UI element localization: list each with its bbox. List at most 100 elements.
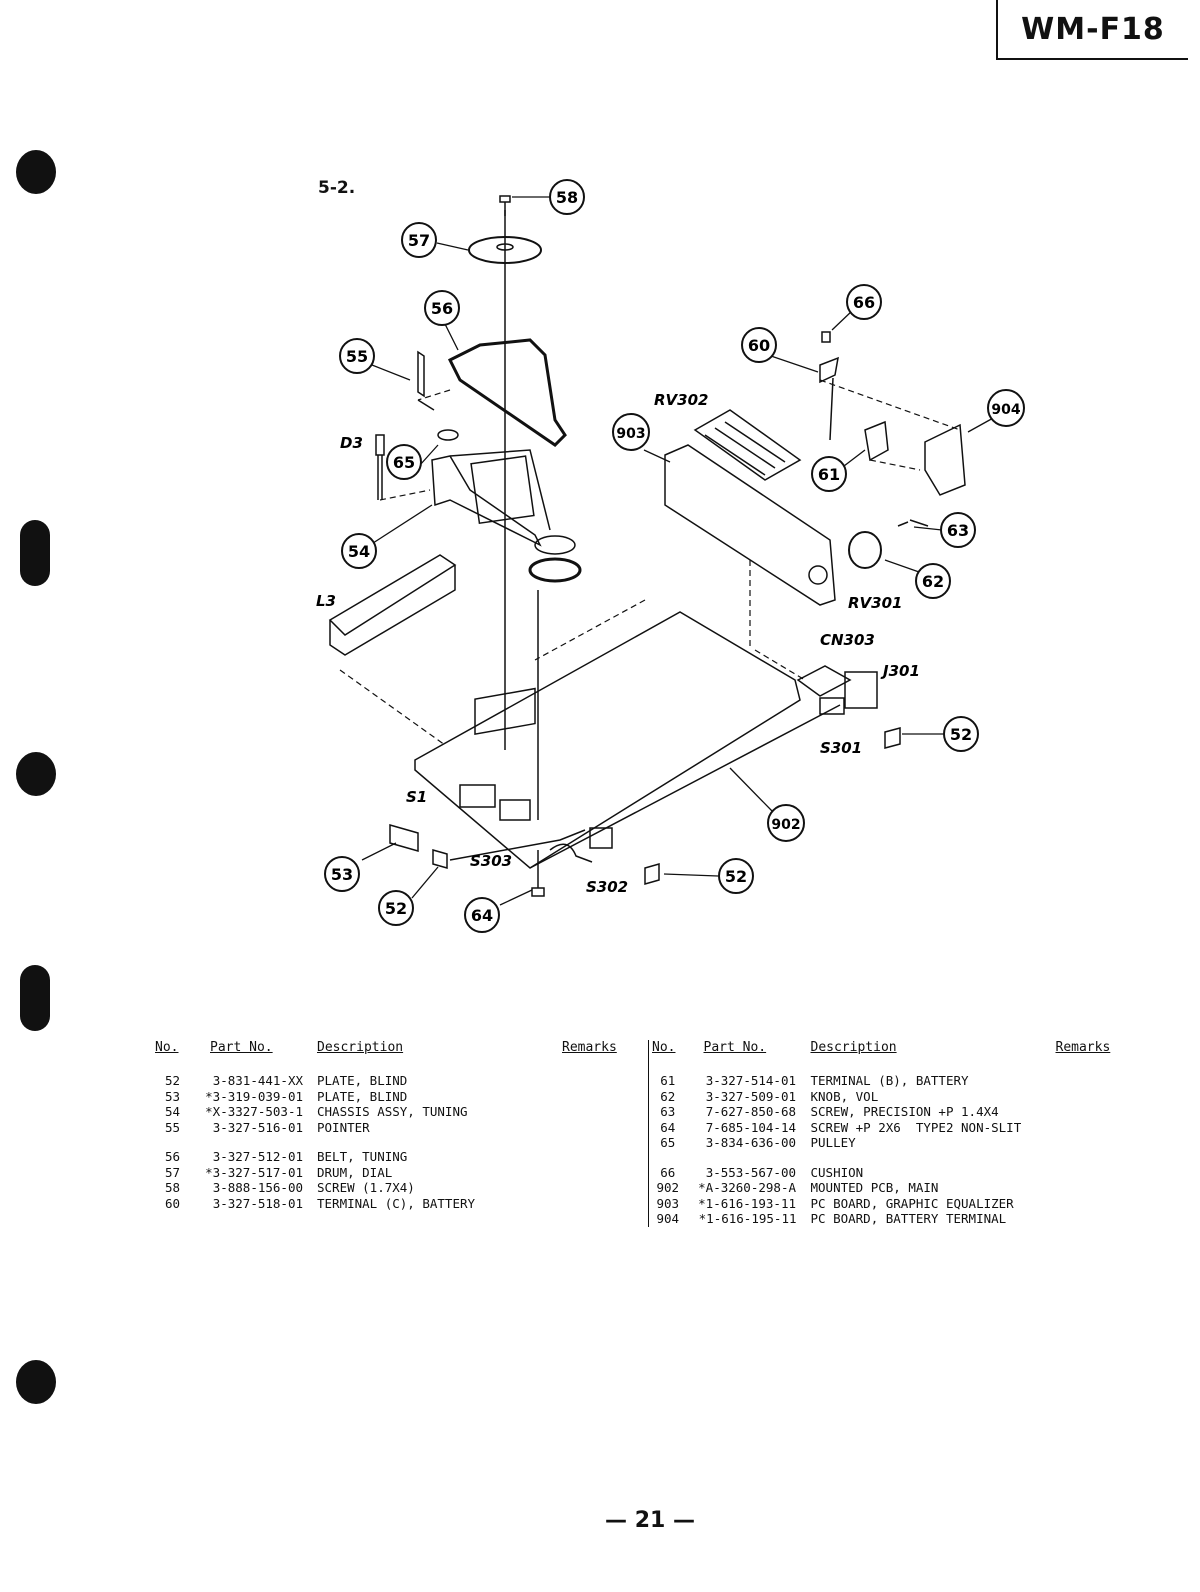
callout-52-right: 52 xyxy=(950,725,972,744)
part-description: BELT, TUNING xyxy=(317,1149,408,1164)
part-code: *A-3260-298-A xyxy=(698,1180,796,1195)
binder-hole-5 xyxy=(16,1360,56,1404)
part-number-ref: 53 xyxy=(164,1088,181,1104)
part-code: 3-327-509-01 xyxy=(705,1088,796,1104)
part-52-plate-a xyxy=(432,849,448,869)
part-code: 7-627-850-68 xyxy=(705,1104,796,1119)
part-description: PC BOARD, BATTERY TERMINAL xyxy=(810,1211,1007,1226)
part-number-ref: 54 xyxy=(164,1104,181,1119)
ref-CN303: CN303 xyxy=(820,631,875,649)
part-65-pulley xyxy=(437,429,459,441)
part-description: PULLEY xyxy=(810,1135,856,1150)
part-description: CUSHION xyxy=(810,1164,864,1180)
part-description: POINTER xyxy=(317,1119,370,1135)
part-63-screw xyxy=(897,519,929,527)
part-code: *3-319-039-01 xyxy=(205,1088,303,1104)
part-number-ref: 57 xyxy=(164,1164,181,1180)
callout-57: 57 xyxy=(408,231,430,250)
part-number-ref: 63 xyxy=(660,1104,676,1119)
part-53-plate xyxy=(389,824,419,852)
part-number-ref: 65 xyxy=(660,1135,676,1150)
part-number-ref: 55 xyxy=(164,1119,181,1135)
ref-S303: S303 xyxy=(470,852,512,870)
table-row: 53 *3-319-039-01 PLATE, BLIND xyxy=(155,1089,622,1105)
callout-52-bottom: 52 xyxy=(725,867,747,886)
callout-904: 904 xyxy=(991,402,1020,418)
part-description: SCREW, PRECISION +P 1.4X4 xyxy=(810,1104,999,1119)
part-number-ref: 903 xyxy=(656,1195,680,1211)
callout-58: 58 xyxy=(556,188,578,207)
part-code: *1-616-193-11 xyxy=(698,1195,796,1211)
table-row: 62 3-327-509-01 KNOB, VOL xyxy=(649,1089,1116,1105)
part-code: 3-834-636-00 xyxy=(705,1135,796,1150)
part-description: SCREW +P 2X6 TYPE2 NON-SLIT xyxy=(810,1119,1022,1135)
table-row: 903 *1-616-193-11 PC BOARD, GRAPHIC EQUALI… xyxy=(649,1196,1116,1212)
part-number-ref: 52 xyxy=(164,1073,181,1088)
ref-L3: L3 xyxy=(316,592,336,610)
part-number-ref: 58 xyxy=(164,1180,181,1195)
part-description: TERMINAL (B), BATTERY xyxy=(810,1073,969,1088)
part-number-ref: 64 xyxy=(660,1119,676,1135)
callout-54: 54 xyxy=(348,542,370,561)
part-904-battery-board xyxy=(924,423,966,496)
part-code: 3-327-514-01 xyxy=(705,1073,796,1088)
callout-56: 56 xyxy=(431,299,453,318)
callout-53: 53 xyxy=(331,865,353,884)
header-part-no: Part No. xyxy=(210,1040,273,1055)
part-code: 3-327-516-01 xyxy=(212,1119,303,1135)
part-57-drum-dial xyxy=(468,236,542,264)
part-D3 xyxy=(375,434,385,500)
part-description: MOUNTED PCB, MAIN xyxy=(810,1180,939,1195)
part-61-terminal xyxy=(864,420,889,462)
part-S302 xyxy=(589,827,613,849)
part-54-chassis xyxy=(431,449,551,547)
part-S301 xyxy=(819,697,845,715)
callout-903: 903 xyxy=(616,426,645,442)
part-903-eq-board xyxy=(664,444,836,606)
part-number-ref: 56 xyxy=(164,1149,181,1164)
table-row: 55 3-327-516-01 POINTER xyxy=(155,1120,622,1136)
ref-S301: S301 xyxy=(820,739,862,757)
part-code: *3-327-517-01 xyxy=(205,1164,303,1180)
part-description: PLATE, BLIND xyxy=(317,1073,408,1088)
table-row: 65 3-834-636-00 PULLEY xyxy=(649,1135,1116,1151)
part-L3 xyxy=(328,554,457,656)
callout-63: 63 xyxy=(947,521,969,540)
section-number: 5-2. xyxy=(318,178,356,198)
part-55-pointer xyxy=(417,350,435,411)
part-code: 3-831-441-XX xyxy=(212,1073,303,1088)
part-S303 xyxy=(499,799,531,821)
part-56-belt xyxy=(447,338,567,447)
binder-hole-2 xyxy=(20,520,50,586)
ref-J301: J301 xyxy=(880,662,920,680)
part-CN303 xyxy=(796,665,852,697)
part-description: PLATE, BLIND xyxy=(317,1088,408,1104)
part-number-ref: 66 xyxy=(660,1164,676,1180)
part-number-ref: 62 xyxy=(660,1088,676,1104)
part-code: *1-616-195-11 xyxy=(698,1211,797,1226)
callout-902: 902 xyxy=(771,817,800,833)
part-S1 xyxy=(459,784,496,808)
part-64-screw xyxy=(531,850,545,897)
part-description: KNOB, VOL xyxy=(810,1088,879,1104)
exploded-view-diagram: 58 57 56 55 65 54 60 66 61 903 904 63 62… xyxy=(316,179,1025,933)
part-62-gear-like xyxy=(528,557,582,583)
part-902-main-pcb xyxy=(414,611,801,869)
table-row: 52 3-831-441-XX PLATE, BLIND xyxy=(155,1073,622,1089)
callout-64: 64 xyxy=(471,906,493,925)
callout-61: 61 xyxy=(818,465,840,484)
header-no: No. xyxy=(155,1040,179,1055)
header-remarks: Remarks xyxy=(1055,1040,1111,1055)
part-code: 3-327-518-01 xyxy=(212,1195,303,1211)
part-RV302 xyxy=(693,409,802,481)
part-description: PC BOARD, GRAPHIC EQUALIZER xyxy=(810,1195,1014,1211)
